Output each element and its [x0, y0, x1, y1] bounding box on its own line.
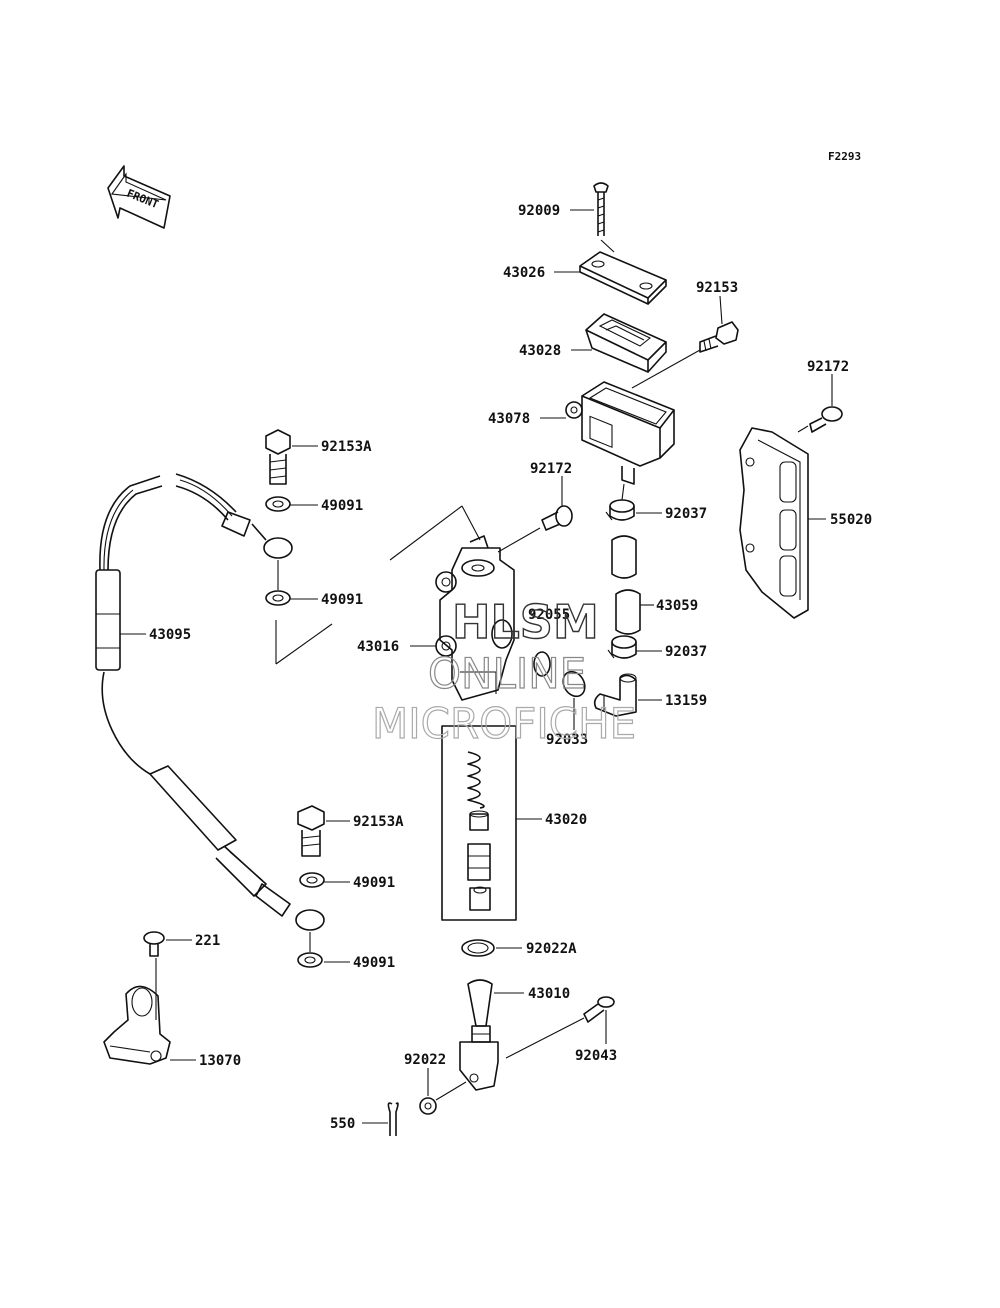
piston-kit-43020 [441, 725, 517, 921]
label-43020: 43020 [545, 812, 587, 828]
fitting-13159 [593, 673, 637, 717]
cap-43026 [579, 251, 667, 305]
diaphragm-43028 [585, 313, 667, 373]
label-43026: 43026 [503, 265, 545, 281]
label-13159: 13159 [665, 693, 707, 709]
label-43016: 43016 [357, 639, 399, 655]
push-rod-43010 [459, 979, 499, 1091]
label-92022: 92022 [404, 1052, 446, 1068]
hose-43059 [611, 535, 641, 635]
label-43078: 43078 [488, 411, 530, 427]
clamp-13070 [103, 985, 171, 1065]
screw-221 [143, 931, 165, 957]
label-92172-b: 92172 [530, 461, 572, 477]
screw-92172-center [541, 505, 573, 531]
clamp-92037-upper [605, 499, 635, 521]
label-92043: 92043 [575, 1048, 617, 1064]
oring-92055 [533, 651, 551, 677]
watermark-line2: ONLINE [428, 649, 586, 698]
washer-49091-b [265, 590, 291, 606]
watermark-line3: MICROFICHE [372, 699, 636, 748]
hose-43095 [95, 473, 325, 931]
banjo-bolt-92153A-lower [297, 805, 325, 857]
label-92055: 92055 [528, 607, 570, 623]
label-92153A-a: 92153A [321, 439, 372, 455]
leader-lines [120, 209, 833, 1124]
circlip-92022A [461, 939, 495, 957]
reservoir-43078 [565, 381, 675, 485]
label-550: 550 [330, 1116, 355, 1132]
guide-lines [155, 239, 809, 1101]
label-49091-b: 49091 [321, 592, 363, 608]
label-92172-a: 92172 [807, 359, 849, 375]
watermark: HLSM ONLINE MICROFICHE [371, 594, 636, 748]
label-13070: 13070 [199, 1053, 241, 1069]
washer-92022 [419, 1097, 437, 1115]
label-221: 221 [195, 933, 220, 949]
label-92009: 92009 [518, 203, 560, 219]
washer-49091-a [265, 496, 291, 512]
figure-code: F2293 [828, 150, 861, 163]
screw-92009 [593, 182, 609, 236]
label-92037-b: 92037 [665, 644, 707, 660]
label-43059: 43059 [656, 598, 698, 614]
label-55020: 55020 [830, 512, 872, 528]
cotter-pin-550 [387, 1102, 399, 1136]
label-92153: 92153 [696, 280, 738, 296]
label-92022A: 92022A [526, 941, 577, 957]
screw-92172-upper [809, 406, 843, 433]
label-43028: 43028 [519, 343, 561, 359]
washer-49091-c [299, 872, 325, 888]
label-49091-d: 49091 [353, 955, 395, 971]
washer-49091-d [297, 952, 323, 968]
clamp-92037-lower [607, 635, 637, 659]
bolt-92153 [699, 321, 739, 353]
label-49091-a: 49091 [321, 498, 363, 514]
label-92037-a: 92037 [665, 506, 707, 522]
watermark-line1: HLSM [452, 595, 599, 649]
label-49091-c: 49091 [353, 875, 395, 891]
guard-55020 [739, 427, 809, 619]
label-92033: 92033 [546, 732, 588, 748]
front-arrow-icon: FRONT [107, 165, 171, 229]
banjo-bolt-92153A-upper [265, 429, 291, 485]
pin-92043 [583, 996, 615, 1023]
label-43095: 43095 [149, 627, 191, 643]
master-cylinder-43016 [435, 535, 515, 701]
label-92153A-b: 92153A [353, 814, 404, 830]
ring-92033 [562, 670, 586, 698]
label-43010: 43010 [528, 986, 570, 1002]
